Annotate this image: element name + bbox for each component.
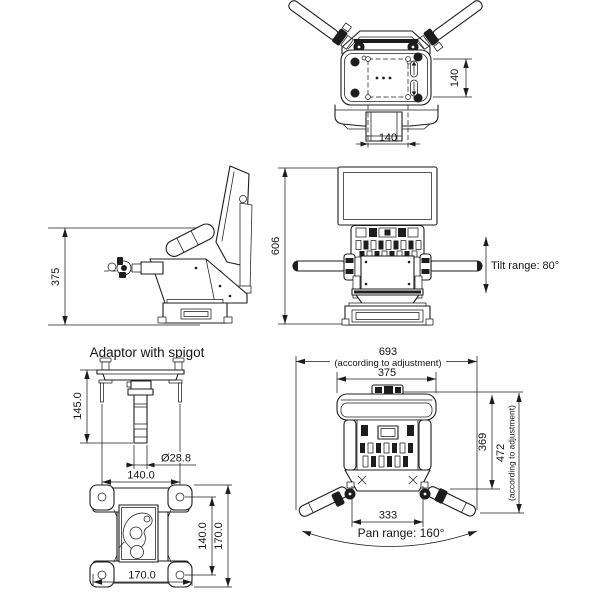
right-pan-handle [426,486,477,517]
dim-label-hole-spacing-h: 140.0 [127,470,155,482]
dim-label-overall-width: 693 [379,346,397,358]
adaptor-side-view: Adaptor with spigot 145.0 [72,345,205,492]
dim-label-side-height: 375 [50,268,62,286]
clamp-teeth-row-2 [359,250,418,260]
tilt-range-label: Tilt range: 80° [491,260,559,272]
dim-note-overall-depth: (according to adjustment) [507,405,517,501]
dim-label-front-height: 606 [270,237,282,255]
dim-label-overall-depth: 472 [495,444,507,462]
dim-label-spigot-diameter: Ø28.8 [161,453,191,465]
bottom-teeth-row-2 [362,455,408,468]
dim-label-plate-height: 170.0 [213,522,225,550]
dim-label-depth: 369 [477,433,489,451]
bottom-view: 693 (according to adjustment) 375 [295,346,524,547]
top-view: 140 140 [288,0,483,149]
dim-label-handle-spacing: 333 [379,510,397,522]
dim-label-top-vertical: 140 [449,69,461,87]
adaptor-title: Adaptor with spigot [90,345,205,360]
dim-label-top-horizontal: 140 [379,132,397,144]
dim-label-plate-width: 170.0 [128,570,156,582]
grip-handle [165,223,215,257]
adjustment-slots [410,60,418,97]
clamp-teeth-row-1 [355,240,422,250]
dim-label-hole-spacing-v: 140.0 [197,522,209,550]
adaptor-bolts [98,357,185,403]
right-handlebar [427,260,483,272]
side-view: 375 [48,165,253,326]
adaptor-plate-view: 170.0 140.0 170.0 [89,484,232,588]
dim-label-body-width: 375 [378,367,396,379]
front-view: 606 [270,166,559,326]
dim-label-adaptor-height: 145.0 [72,392,84,420]
bottom-teeth-row-1 [360,442,413,454]
dim-note-overall-width: (according to adjustment) [334,358,441,369]
pan-range-arc [301,530,478,547]
left-handlebar [292,260,348,272]
pan-range-label: Pan range: 160° [358,526,445,540]
